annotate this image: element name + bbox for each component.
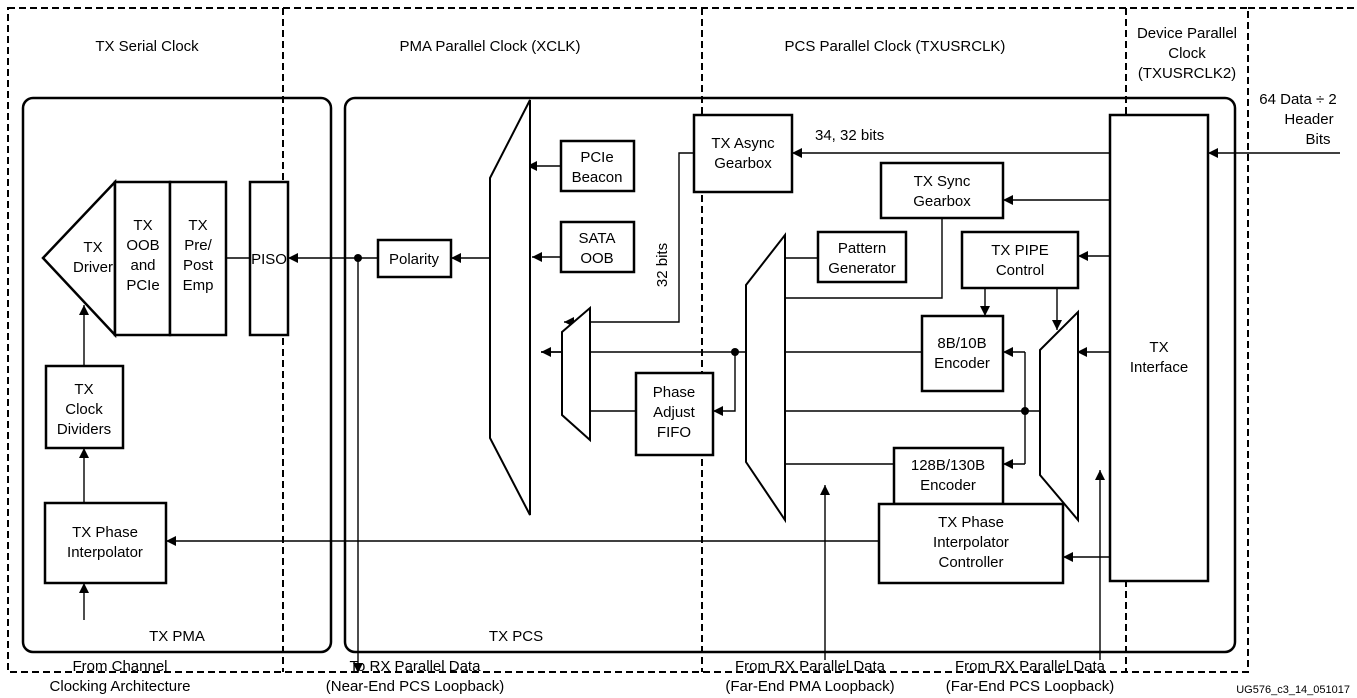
- sync-gearbox-block: TX Sync Gearbox: [879, 161, 1005, 220]
- phase-interpolator-block: TX Phase Interpolator: [43, 501, 168, 585]
- sata-oob-line-1: SATA: [579, 230, 616, 247]
- pre-post-emphasis-block: TX Pre/ Post Emp: [168, 180, 228, 337]
- near-end-line-1: To RX Parallel Data: [350, 658, 482, 675]
- oob-pcie-line-1: TX: [133, 217, 152, 234]
- oob-pcie-line-3: and: [130, 257, 155, 274]
- input-data-line-1: 64 Data ÷ 2: [1259, 91, 1336, 108]
- encoder-128b130b-block: 128B/130B Encoder: [892, 446, 1005, 506]
- far-end-pma-line-2: (Far-End PMA Loopback): [725, 678, 894, 695]
- clock-dividers-block: TX Clock Dividers: [44, 364, 125, 450]
- input-data-line-3: Bits: [1305, 131, 1330, 148]
- sata-oob-line-2: OOB: [580, 250, 613, 267]
- pattern-gen-line-2: Generator: [828, 260, 896, 277]
- domain-title-tx-serial: TX Serial Clock: [95, 38, 199, 55]
- phase-interp-line-2: Interpolator: [67, 544, 143, 561]
- oob-pcie-line-2: OOB: [126, 237, 159, 254]
- enc-8b10b-line-1: 8B/10B: [937, 335, 986, 352]
- pipe-control-block: TX PIPE Control: [960, 230, 1080, 290]
- far-end-pcs-line-2: (Far-End PCS Loopback): [946, 678, 1114, 695]
- tx-driver-line-1: TX: [83, 239, 102, 256]
- near-end-line-2: (Near-End PCS Loopback): [326, 678, 504, 695]
- gearbox-select-mux: [561, 305, 591, 443]
- sata-oob-block: SATA OOB: [559, 220, 636, 274]
- fifo-line-2: Adjust: [653, 404, 696, 421]
- async-gearbox-block: TX Async Gearbox: [692, 113, 794, 194]
- pi-ctrl-line-1: TX Phase: [938, 514, 1004, 531]
- fifo-line-1: Phase: [653, 384, 696, 401]
- domain-title-pcs-parallel: PCS Parallel Clock (TXUSRCLK): [785, 38, 1006, 55]
- pre-post-line-4: Emp: [183, 277, 214, 294]
- encoder-8b10b-block: 8B/10B Encoder: [920, 314, 1005, 393]
- pre-post-line-1: TX: [188, 217, 207, 234]
- pipe-control-line-1: TX PIPE: [991, 242, 1049, 259]
- tx-interface-block: TX Interface: [1108, 113, 1210, 583]
- far-end-pcs-line-1: From RX Parallel Data: [955, 658, 1106, 675]
- pattern-generator-block: Pattern Generator: [816, 230, 908, 284]
- pi-ctrl-line-3: Controller: [938, 554, 1003, 571]
- phase-interp-controller-block: TX Phase Interpolator Controller: [877, 502, 1065, 585]
- tx-driver-line-2: Driver: [73, 259, 113, 276]
- pre-post-line-3: Post: [183, 257, 214, 274]
- clock-dividers-line-3: Dividers: [57, 421, 111, 438]
- sync-gearbox-line-2: Gearbox: [913, 193, 971, 210]
- input-data-line-2: Header: [1284, 111, 1333, 128]
- pcie-beacon-line-1: PCIe: [580, 149, 613, 166]
- oob-pcie-line-4: PCIe: [126, 277, 159, 294]
- pre-post-line-2: Pre/: [184, 237, 212, 254]
- domain-title-device-line-3: (TXUSRCLK2): [1138, 65, 1236, 82]
- sync-gearbox-line-1: TX Sync: [914, 173, 971, 190]
- async-gearbox-line-1: TX Async: [711, 135, 775, 152]
- polarity-block: Polarity: [376, 238, 453, 279]
- tx-pma-group: [21, 96, 333, 654]
- pma-output-mux: [489, 99, 531, 516]
- pipe-control-line-2: Control: [996, 262, 1044, 279]
- domain-title-pma-parallel: PMA Parallel Clock (XCLK): [400, 38, 581, 55]
- phase-adjust-fifo-block: Phase Adjust FIFO: [634, 371, 715, 457]
- enc-128b-line-2: Encoder: [920, 477, 976, 494]
- pi-ctrl-line-2: Interpolator: [933, 534, 1009, 551]
- piso-block: PISO: [248, 180, 290, 337]
- tx-pcs-label: TX PCS: [489, 628, 543, 645]
- oob-pcie-block: TX OOB and PCIe: [113, 180, 172, 337]
- far-end-pma-line-1: From RX Parallel Data: [735, 658, 886, 675]
- async-gearbox-line-2: Gearbox: [714, 155, 772, 172]
- encoder-bypass-mux: [1039, 309, 1079, 523]
- pcie-beacon-line-2: Beacon: [572, 169, 623, 186]
- bus-width-32: 32 bits: [654, 243, 671, 287]
- fifo-line-3: FIFO: [657, 424, 691, 441]
- polarity-label: Polarity: [389, 251, 440, 268]
- pcs-data-mux: [745, 232, 786, 524]
- pattern-gen-line-1: Pattern: [838, 240, 886, 257]
- channel-clocking-line-1: From Channel: [72, 658, 167, 675]
- enc-8b10b-line-2: Encoder: [934, 355, 990, 372]
- channel-clocking-line-2: Clocking Architecture: [50, 678, 191, 695]
- tx-interface-line-2: Interface: [1130, 359, 1188, 376]
- phase-interp-line-1: TX Phase: [72, 524, 138, 541]
- enc-128b-line-1: 128B/130B: [911, 457, 985, 474]
- tx-driver-block: TX Driver: [41, 178, 117, 339]
- clock-dividers-line-2: Clock: [65, 401, 103, 418]
- tx-pma-label: TX PMA: [149, 628, 205, 645]
- bus-width-34-32: 34, 32 bits: [815, 127, 884, 144]
- tx-interface-line-1: TX: [1149, 339, 1168, 356]
- domain-title-device-line-2: Clock: [1168, 45, 1206, 62]
- domain-title-device-line-1: Device Parallel: [1137, 25, 1237, 42]
- tx-pcs-group: [343, 96, 1237, 654]
- pcie-beacon-block: PCIe Beacon: [559, 139, 636, 193]
- piso-label: PISO: [251, 251, 287, 268]
- clock-dividers-line-1: TX: [74, 381, 93, 398]
- figure-id: UG576_c3_14_051017: [1236, 684, 1350, 696]
